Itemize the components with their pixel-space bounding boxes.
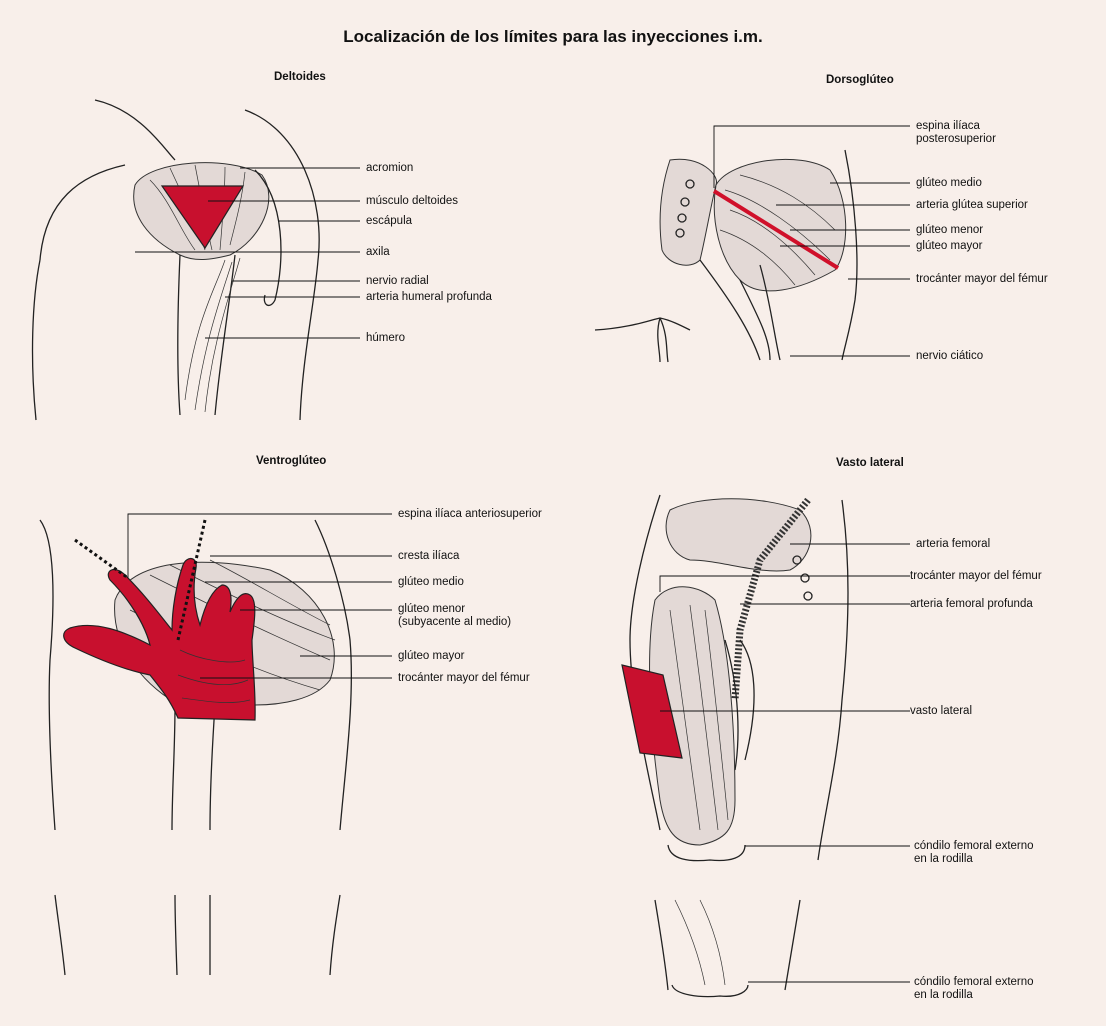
label-axila: axila (366, 246, 390, 259)
label-nervio-ciatico: nervio ciático (916, 350, 983, 363)
label-trocanter-mayor-vasto: trocánter mayor del fémur (910, 570, 1042, 583)
dorsogluteal-illustration (595, 150, 857, 362)
label-condilo-femoral-2: cóndilo femoral externo en la rodilla (914, 976, 1034, 1002)
label-gluteo-medio-ventro: glúteo medio (398, 576, 464, 589)
ventrogluteal-illustration (40, 520, 351, 830)
label-condilo-femoral-1: cóndilo femoral externo en la rodilla (914, 840, 1034, 866)
label-gluteo-mayor-dorso: glúteo mayor (916, 240, 982, 253)
label-gluteo-mayor-ventro: glúteo mayor (398, 650, 464, 663)
label-vasto-lateral: vasto lateral (910, 705, 972, 718)
label-arteria-humeral-profunda: arteria humeral profunda (366, 291, 492, 304)
label-gluteo-menor-dorso: glúteo menor (916, 224, 983, 237)
label-nervio-radial: nervio radial (366, 275, 429, 288)
label-espina-iliaca-anteriosuperior: espina ilíaca anteriosuperior (398, 508, 542, 521)
label-espina-iliaca-posterosuperior: espina ilíaca posterosuperior (916, 120, 996, 146)
deltoid-illustration (33, 100, 320, 420)
label-arteria-femoral: arteria femoral (916, 538, 990, 551)
label-arteria-glutea-superior: arteria glútea superior (916, 199, 1028, 212)
panel-title-dorsogluteo: Dorsoglúteo (826, 74, 894, 86)
label-gluteo-medio-dorso: glúteo medio (916, 177, 982, 190)
label-cresta-iliaca: cresta ilíaca (398, 550, 459, 563)
label-escapula: escápula (366, 215, 412, 228)
label-trocanter-mayor-dorso: trocánter mayor del fémur (916, 273, 1048, 286)
ventrogluteal-lower-leg (55, 895, 340, 975)
panel-title-deltoides: Deltoides (274, 71, 326, 83)
panel-title-ventrogluteo: Ventroglúteo (256, 455, 326, 467)
label-gluteo-menor-ventro: glúteo menor (subyacente al medio) (398, 603, 511, 629)
vastus-lateralis-illustration (622, 495, 848, 997)
label-musculo-deltoides: músculo deltoides (366, 195, 458, 208)
label-humero: húmero (366, 332, 405, 345)
panel-title-vasto-lateral: Vasto lateral (836, 457, 904, 469)
label-acromion: acromion (366, 162, 413, 175)
label-arteria-femoral-profunda: arteria femoral profunda (910, 598, 1033, 611)
label-trocanter-mayor-ventro: trocánter mayor del fémur (398, 672, 530, 685)
